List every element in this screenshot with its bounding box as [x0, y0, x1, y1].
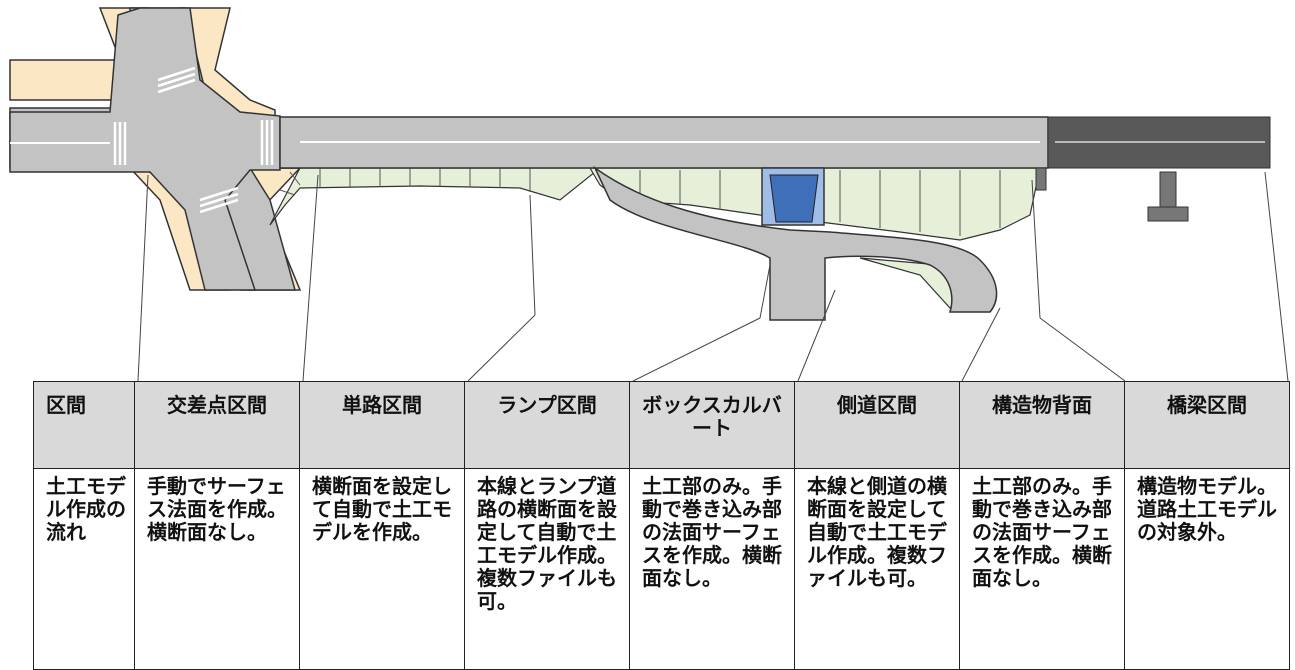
- intersection-road: [9, 7, 301, 291]
- section-desc: 構造物モデル。道路土工モデルの対象外。: [1124, 468, 1290, 670]
- section-desc: 土工部のみ。手動で巻き込み部の法面サーフェスを作成。横断面なし。: [959, 468, 1125, 670]
- ramp-road: [593, 165, 998, 321]
- section-name: 単路区間: [299, 381, 465, 469]
- section-table: 区間 交差点区間 単路区間 ランプ区間 ボックスカルバート 側道区間 構造物背面…: [33, 381, 1290, 670]
- row-header-label: 区間: [33, 381, 135, 469]
- section-desc: 手動でサーフェス法面を作成。横断面なし。: [134, 468, 300, 670]
- section-desc: 横断面を設定して自動で土工モデルを作成。: [299, 468, 465, 670]
- table-body-row: 土工モデル作成の流れ 手動でサーフェス法面を作成。横断面なし。 横断面を設定して…: [33, 468, 1290, 670]
- section-name: 橋梁区間: [1124, 381, 1290, 469]
- leader-lines: [137, 171, 1289, 381]
- section-desc: 土工部のみ。手動で巻き込み部の法面サーフェスを作成。横断面なし。: [629, 468, 795, 670]
- crosswalks: [113, 66, 274, 214]
- slope-hatching: [279, 168, 1001, 236]
- box-culvert: [761, 167, 825, 226]
- row-body-label: 土工モデル作成の流れ: [33, 468, 135, 670]
- section-name: 構造物背面: [959, 381, 1125, 469]
- road-plan-diagram: [9, 7, 1289, 381]
- section-desc: 本線とランプ道路の横断面を設定して自動で土工モデル作成。複数ファイルも可。: [464, 468, 630, 670]
- bridge: [1047, 116, 1271, 222]
- section-name: 交差点区間: [134, 381, 300, 469]
- abutment: [1035, 167, 1047, 191]
- section-name: ボックスカルバート: [629, 381, 795, 469]
- table-header-row: 区間 交差点区間 単路区間 ランプ区間 ボックスカルバート 側道区間 構造物背面…: [33, 381, 1290, 469]
- section-name: ランプ区間: [464, 381, 630, 469]
- section-name: 側道区間: [794, 381, 960, 469]
- earthwork-slopes: [269, 167, 1041, 309]
- section-desc: 本線と側道の横断面を設定して自動で土工モデル作成。複数ファイルも可。: [794, 468, 960, 670]
